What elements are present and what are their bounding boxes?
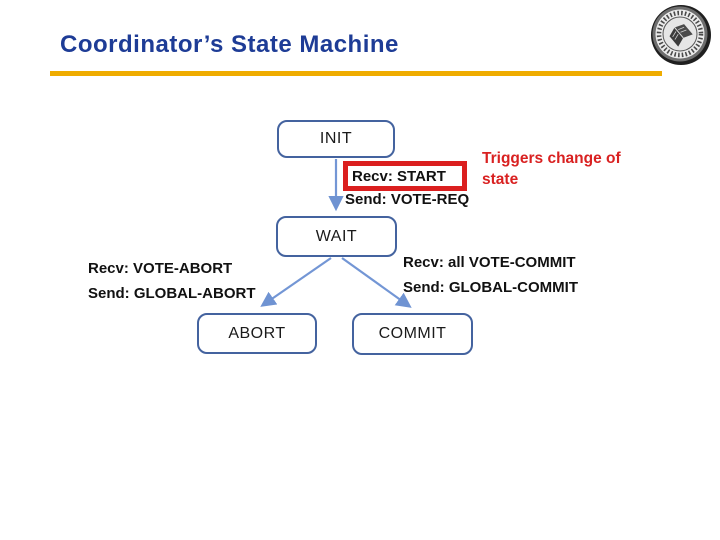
page-title: Coordinator’s State Machine <box>60 31 399 58</box>
send-global-abort-label: Send: GLOBAL-ABORT <box>88 285 256 302</box>
university-seal-icon <box>650 4 712 66</box>
title-underline <box>50 71 662 76</box>
state-abort: ABORT <box>197 313 317 354</box>
state-wait: WAIT <box>276 216 397 257</box>
triggers-annotation: Triggers change of state <box>482 150 621 188</box>
wait-to-abort-label: Recv: VOTE-ABORT Send: GLOBAL-ABORT <box>88 256 255 306</box>
state-init: INIT <box>277 120 395 158</box>
wait-to-commit-label: Recv: all VOTE-COMMIT Send: GLOBAL-COMMI… <box>403 250 578 300</box>
arrow-wait-to-abort <box>260 257 332 307</box>
recv-vote-commit-label: Recv: all VOTE-COMMIT <box>403 254 576 271</box>
recv-vote-abort-label: Recv: VOTE-ABORT <box>88 260 233 277</box>
state-commit: COMMIT <box>352 313 473 355</box>
send-votereq-label: Send: VOTE-REQ <box>345 191 470 208</box>
recv-start-highlight-box: Recv: START <box>343 161 467 191</box>
send-global-commit-label: Send: GLOBAL-COMMIT <box>403 279 578 296</box>
recv-start-label: Recv: START <box>352 167 446 185</box>
arrow-wait-to-commit <box>341 257 412 308</box>
